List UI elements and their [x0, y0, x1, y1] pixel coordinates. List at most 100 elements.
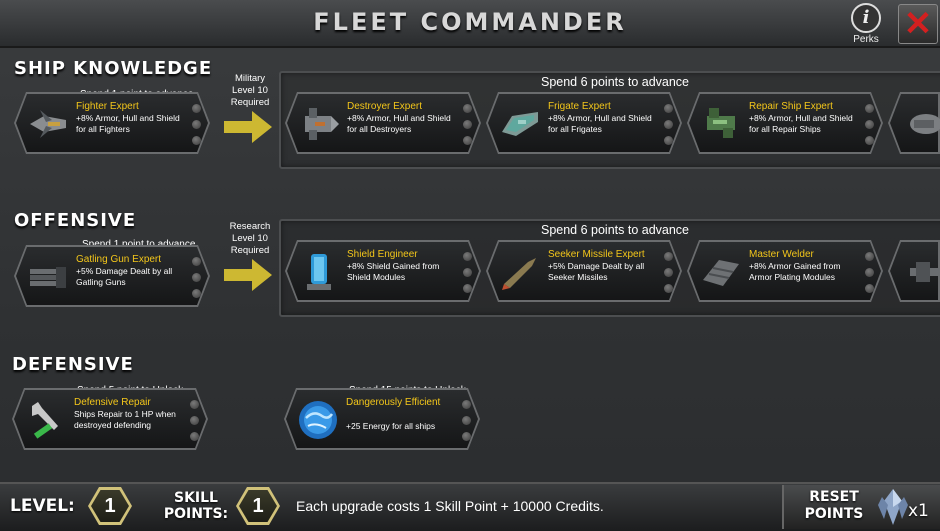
skill-card-frigate-expert[interactable]: Frigate Expert +8% Armor, Hull and Shiel…: [486, 92, 682, 154]
arrow-right-icon: [224, 111, 272, 143]
level-value: 1: [91, 490, 129, 522]
skill-points-value: 1: [239, 490, 277, 522]
info-icon: i: [851, 3, 881, 33]
close-icon: ✕: [903, 5, 933, 43]
rank-dot: [664, 268, 673, 277]
crystal-icon: [878, 489, 908, 525]
page-title: FLEET COMMANDER: [313, 8, 627, 36]
wrench-icon: [32, 402, 58, 439]
seeker-missile-icon: [502, 258, 536, 290]
skill-card-destroyer-expert[interactable]: Destroyer Expert +8% Armor, Hull and Shi…: [285, 92, 481, 154]
reset-points-label: RESET POINTS: [804, 489, 864, 522]
skill-description: +8% Armor, Hull and Shield for all Repai…: [749, 113, 853, 134]
rank-dot: [463, 268, 472, 277]
rank-dot: [463, 104, 472, 113]
rank-dot: [664, 120, 673, 129]
repair-ship-icon: [707, 108, 735, 138]
offensive-advance-spend: Spend 6 points to advance: [540, 223, 690, 237]
rank-dot: [190, 416, 199, 425]
skill-card-fighter-expert[interactable]: Fighter Expert +8% Armor, Hull and Shiel…: [14, 92, 210, 154]
rank-dot: [190, 432, 199, 441]
skill-card-defensive-repair[interactable]: Defensive Repair Ships Repair to 1 HP wh…: [12, 388, 208, 450]
skill-description: +25 Energy for all ships: [346, 421, 436, 431]
rank-dot: [664, 104, 673, 113]
rank-dot: [865, 120, 874, 129]
rank-dot: [462, 400, 471, 409]
rank-dot: [865, 136, 874, 145]
skill-name: Repair Ship Expert: [749, 101, 833, 112]
rank-dot: [463, 120, 472, 129]
offensive-base-spend: Spend 1 point to advance: [82, 239, 196, 250]
rank-dot: [463, 136, 472, 145]
energy-orb-icon: [299, 401, 337, 439]
skill-name: Gatling Gun Expert: [76, 254, 162, 265]
skill-card-partial[interactable]: [888, 92, 940, 154]
level-label: LEVEL:: [10, 496, 75, 516]
rank-dot: [463, 284, 472, 293]
skill-card-gatling-gun-expert[interactable]: Gatling Gun Expert +5% Damage Dealt by a…: [14, 245, 210, 307]
reset-points-button[interactable]: RESET POINTS x1: [782, 485, 940, 529]
upgrade-cost-note: Each upgrade costs 1 Skill Point + 10000…: [296, 498, 604, 514]
rank-dot: [865, 104, 874, 113]
shield-module-icon: [307, 254, 331, 290]
research-requirement: Research Level 10 Required: [229, 221, 271, 256]
skill-name: Dangerously Efficient: [346, 397, 441, 408]
arrow-right-icon: [224, 259, 272, 291]
skill-name: Frigate Expert: [548, 101, 611, 112]
rank-dot: [664, 136, 673, 145]
armor-plating-icon: [703, 260, 739, 286]
rank-dot: [190, 400, 199, 409]
frigate-ship-icon: [502, 112, 538, 136]
rank-dot: [192, 257, 201, 266]
skill-card-seeker-missile-expert[interactable]: Seeker Missile Expert +5% Damage Dealt b…: [486, 240, 682, 302]
rank-dot: [462, 432, 471, 441]
skill-name: Seeker Missile Expert: [548, 249, 645, 260]
skill-name: Master Welder: [749, 249, 814, 260]
destroyer-ship-icon: [305, 108, 339, 140]
rank-dot: [192, 273, 201, 282]
skill-name: Fighter Expert: [76, 101, 139, 112]
skill-name: Shield Engineer: [347, 249, 418, 260]
skill-description: +8% Armor, Hull and Shield for all Friga…: [548, 113, 652, 134]
skill-description: +8% Armor Gained from Armor Plating Modu…: [749, 261, 841, 282]
perks-button[interactable]: i Perks: [846, 3, 886, 45]
rank-dot: [865, 284, 874, 293]
reset-points-count: x1: [908, 501, 929, 521]
skill-card-partial[interactable]: [888, 240, 940, 302]
skill-points-label: SKILL POINTS:: [163, 490, 229, 522]
skill-card-master-welder[interactable]: Master Welder +8% Armor Gained from Armo…: [687, 240, 883, 302]
skill-description: Ships Repair to 1 HP when destroyed defe…: [74, 409, 176, 430]
skill-name: Defensive Repair: [74, 397, 151, 408]
rank-dot: [192, 120, 201, 129]
skill-name: Destroyer Expert: [347, 101, 423, 112]
section-title-ship-knowledge: SHIP KNOWLEDGE: [14, 58, 213, 79]
rank-dot: [462, 416, 471, 425]
ship-icon: [910, 114, 940, 134]
gatling-gun-icon: [30, 267, 66, 288]
rank-dot: [463, 252, 472, 261]
rank-dot: [865, 268, 874, 277]
rank-dot: [192, 289, 201, 298]
skill-description: +8% Armor, Hull and Shield for all Fight…: [76, 113, 180, 134]
skill-description: +5% Damage Dealt by all Seeker Missiles: [548, 261, 645, 282]
rank-dot: [192, 104, 201, 113]
fighter-ship-icon: [30, 110, 66, 138]
perks-label: Perks: [853, 34, 879, 45]
rank-dot: [664, 252, 673, 261]
skill-description: +8% Shield Gained from Shield Modules: [347, 261, 440, 282]
turret-icon: [910, 262, 940, 282]
skill-card-dangerously-efficient[interactable]: Dangerously Efficient +25 Energy for all…: [284, 388, 480, 450]
section-title-offensive: OFFENSIVE: [14, 210, 137, 231]
rank-dot: [865, 252, 874, 261]
section-title-defensive: DEFENSIVE: [12, 354, 134, 375]
rank-dot: [664, 284, 673, 293]
rank-dot: [192, 136, 201, 145]
skill-description: +8% Armor, Hull and Shield for all Destr…: [347, 113, 451, 134]
top-bar: FLEET COMMANDER i Perks ✕: [0, 0, 940, 48]
ship-knowledge-advance-spend: Spend 6 points to advance: [540, 75, 690, 89]
skill-description: +5% Damage Dealt by all Gatling Guns: [76, 266, 173, 287]
close-button[interactable]: ✕: [898, 4, 938, 44]
skill-card-shield-engineer[interactable]: Shield Engineer +8% Shield Gained from S…: [285, 240, 481, 302]
military-requirement: Military Level 10 Required: [230, 73, 270, 108]
skill-card-repair-ship-expert[interactable]: Repair Ship Expert +8% Armor, Hull and S…: [687, 92, 883, 154]
